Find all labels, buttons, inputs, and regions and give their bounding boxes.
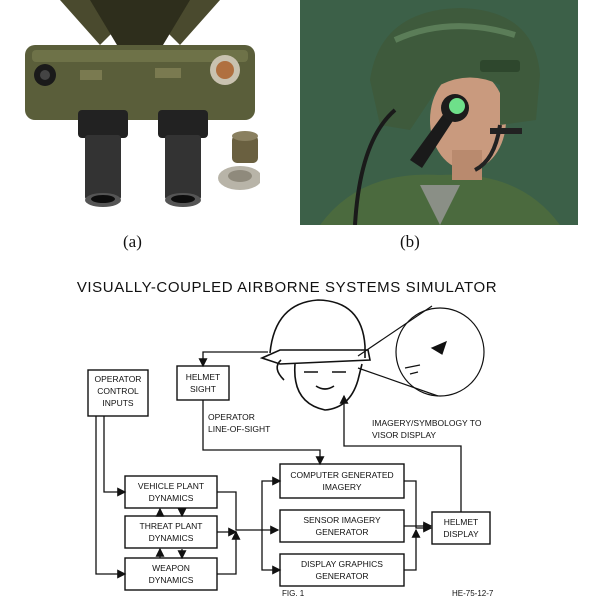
helmet-display-line-1: HELMET (444, 517, 478, 527)
helmet-sight-line-1: HELMET (186, 372, 220, 382)
vcass-block-diagram: VISUALLY-COUPLED AIRBORNE SYSTEMS SIMULA… (77, 279, 497, 598)
lens-cap-top (232, 131, 258, 141)
box-weapon (124, 557, 218, 591)
sketch-visor-band (259, 349, 371, 365)
aircraft-symbol-icon (430, 340, 447, 355)
eyepiece-lens-left-glass (91, 195, 115, 203)
operator-los-line-2: LINE-OF-SIGHT (208, 424, 270, 434)
knob-center (40, 70, 50, 80)
operator-control-line-2: CONTROL (97, 386, 139, 396)
threat-plant-line-1: THREAT PLANT (140, 521, 203, 531)
figure-code: HE-75-12-7 (452, 589, 494, 598)
eyepiece-mount-left (78, 110, 128, 138)
arrow-head-to-helmet-sight (198, 351, 268, 368)
eyepiece-barrel-left (85, 135, 121, 200)
diagram-connectors (95, 351, 462, 579)
visor-view-circle (395, 307, 485, 397)
arrow-vehicle-to-generators (217, 491, 280, 535)
caption-b: (b) (400, 232, 420, 251)
sketch-mouth (315, 385, 335, 390)
imagery-visor-line-1: IMAGERY/SYMBOLOGY TO (372, 418, 482, 428)
sketch-face (293, 363, 363, 411)
helmet-sight-line-2: SIGHT (190, 384, 216, 394)
hmd-housing-highlight (32, 50, 248, 62)
neck (452, 150, 482, 180)
operator-control-line-1: OPERATOR (95, 374, 142, 384)
label-plate (155, 68, 181, 78)
box-threat-plant (124, 515, 218, 549)
helmet-head-sketch (259, 299, 371, 411)
visor-mount (480, 60, 520, 72)
boom-mic (490, 128, 522, 134)
helmet-highlight (393, 23, 516, 43)
photo-pilot-helmet (300, 0, 578, 225)
eyepiece-mount-right (158, 110, 208, 138)
arrow-graphics-to-helmet-display (404, 528, 421, 571)
display-graphics-line-2: GENERATOR (315, 571, 368, 581)
imagery-visor-line-2: VISOR DISPLAY (372, 430, 436, 440)
weapon-line-2: DYNAMICS (149, 575, 194, 585)
box-helmet-sight (176, 365, 230, 401)
photo-binocular-hmd (20, 0, 260, 225)
figure-label: FIG. 1 (282, 589, 305, 598)
terrain-marks (404, 364, 421, 375)
eyepiece-barrel-right (165, 135, 201, 200)
arrow-inputs-to-weapon (95, 416, 127, 579)
computer-imagery-line-1: COMPUTER GENERATED (290, 470, 393, 480)
binocular-hmd-illustration (25, 0, 260, 207)
vehicle-plant-line-2: DYNAMICS (149, 493, 194, 503)
operator-control-line-3: INPUTS (102, 398, 134, 408)
pilot-helmet-illustration (300, 0, 578, 225)
cone-line-bottom (357, 367, 439, 397)
cone-line-top (357, 305, 433, 357)
weapon-line-1: WEAPON (152, 563, 190, 573)
sensor-imagery-line-2: GENERATOR (315, 527, 368, 537)
connector-center (216, 61, 234, 79)
lens-cap-flat-center (228, 170, 252, 182)
face (430, 70, 506, 170)
sketch-helmet-dome (269, 299, 366, 358)
arrow-cgi-to-helmet-display (404, 480, 433, 533)
sketch-ear (276, 359, 285, 381)
monocular-lens-icon (449, 98, 465, 114)
helmet-display-line-2: DISPLAY (443, 529, 479, 539)
threat-plant-line-2: DYNAMICS (149, 533, 194, 543)
strap-shadow (90, 0, 190, 50)
arrow-helmet-sight-to-cgi (202, 400, 325, 466)
vehicle-plant-line-1: VEHICLE PLANT (138, 481, 204, 491)
shirt-collar (420, 185, 460, 225)
caption-a: (a) (123, 232, 142, 251)
label-plate (80, 70, 102, 80)
box-sensor-imagery (279, 509, 405, 543)
box-operator-control (87, 369, 149, 417)
operator-los-line-1: OPERATOR (208, 412, 255, 422)
computer-imagery-line-2: IMAGERY (322, 482, 361, 492)
helmet-cable (353, 108, 397, 225)
lens-cap-upright (232, 135, 258, 163)
arrow-bus-to-display-graphics (261, 530, 282, 575)
eyepiece-lens-right-glass (171, 195, 195, 203)
arrow-weapon-to-bus (217, 530, 241, 575)
box-display-graphics (279, 553, 405, 587)
arrow-inputs-to-vehicle (103, 416, 127, 497)
arrow-bus-to-cgi (261, 476, 282, 530)
arrow-helmet-display-to-visor (339, 394, 462, 512)
diagram-title: VISUALLY-COUPLED AIRBORNE SYSTEMS SIMULA… (77, 279, 497, 296)
display-arm (410, 105, 460, 168)
hmd-housing (25, 45, 255, 120)
visor-projection (357, 305, 485, 397)
display-graphics-line-1: DISPLAY GRAPHICS (301, 559, 383, 569)
helmet-shell (370, 8, 540, 130)
sensor-imagery-line-1: SENSOR IMAGERY (303, 515, 381, 525)
